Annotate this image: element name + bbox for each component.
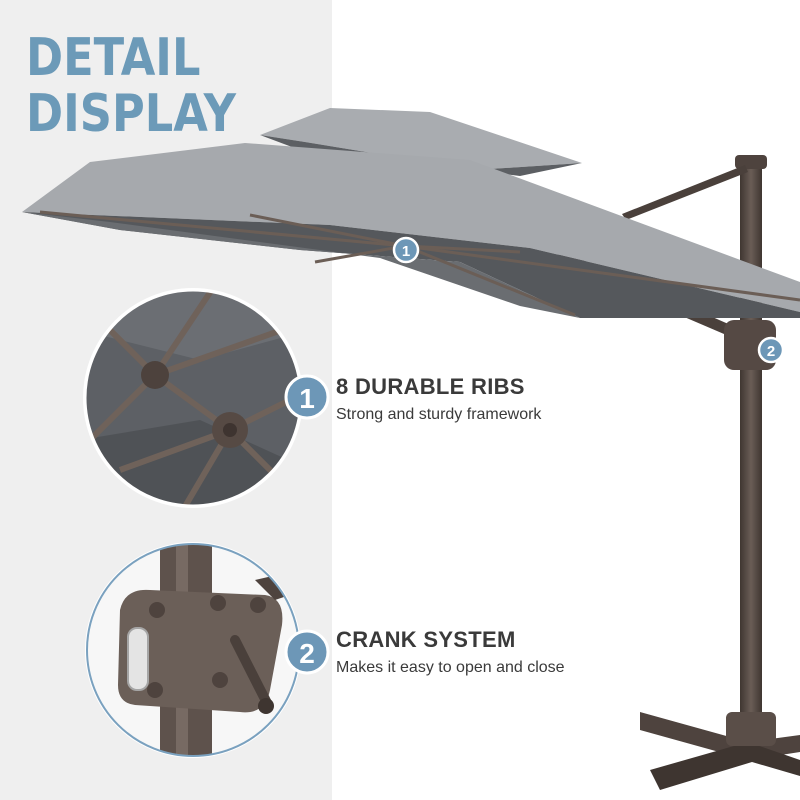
feature-ribs-title: 8 DURABLE RIBS [336, 374, 525, 399]
feature-badge-2-number: 2 [299, 638, 315, 669]
feature-crank-title: CRANK SYSTEM [336, 627, 516, 652]
umbrella-marker-1-label: 1 [402, 243, 410, 260]
feature-badge-1: 1 [284, 374, 330, 420]
title-line-1: DETAIL [26, 28, 201, 88]
page-title: DETAIL DISPLAY [26, 30, 236, 142]
umbrella-canopy [22, 108, 800, 318]
feature-crank: CRANK SYSTEM Makes it easy to open and c… [336, 627, 565, 677]
crank-closeup-photo [85, 542, 301, 758]
feature-ribs: 8 DURABLE RIBS Strong and sturdy framewo… [336, 374, 541, 424]
feature-badge-1-number: 1 [299, 383, 315, 414]
feature-crank-description: Makes it easy to open and close [336, 659, 565, 676]
feature-badge-2: 2 [284, 629, 330, 675]
title-line-2: DISPLAY [26, 84, 236, 144]
umbrella-marker-2-label: 2 [767, 343, 775, 360]
feature-ribs-description: Strong and sturdy framework [336, 406, 542, 423]
umbrella-marker-2: 2 [757, 336, 785, 364]
cross-base [640, 712, 800, 790]
umbrella-marker-1: 1 [392, 236, 420, 264]
